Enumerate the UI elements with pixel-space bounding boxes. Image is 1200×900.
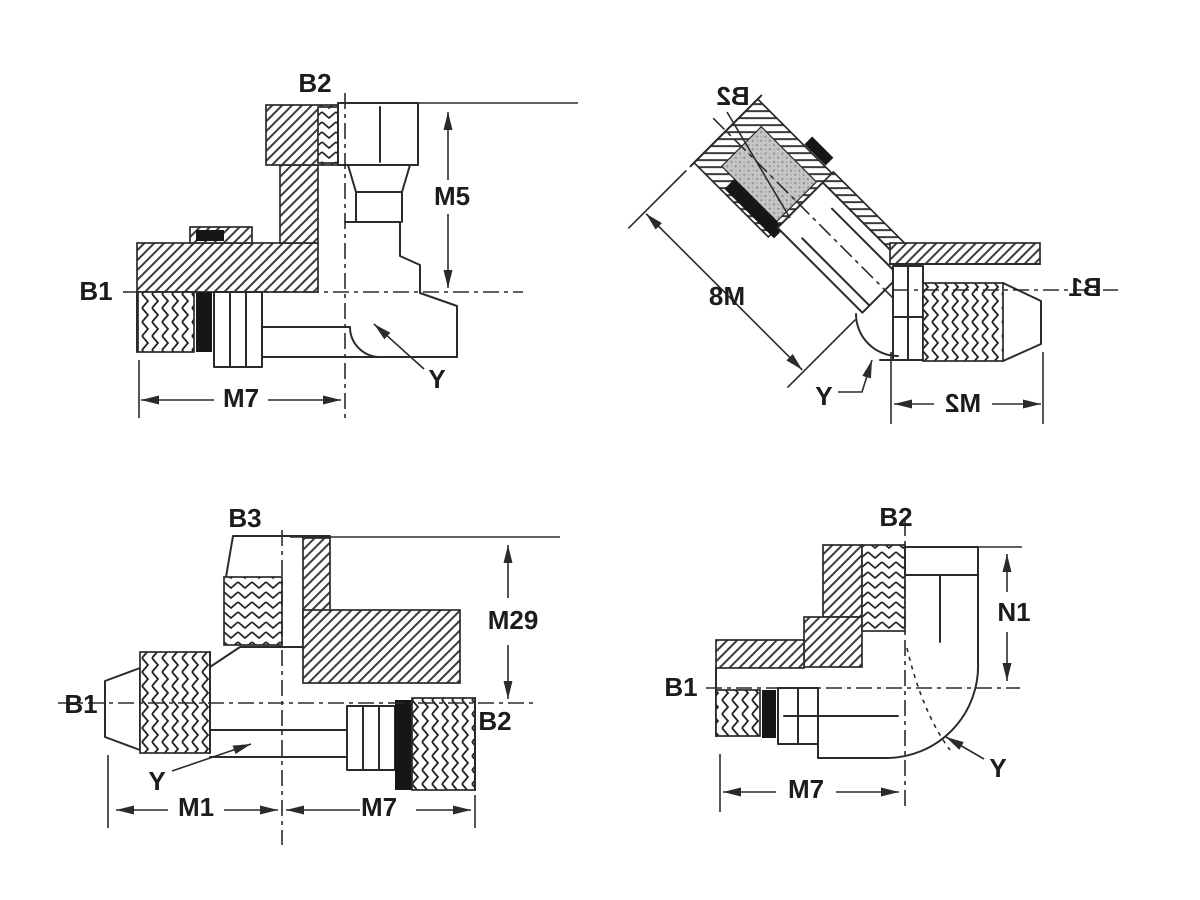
label-m7: M7: [788, 774, 824, 804]
o-ring: [762, 690, 776, 738]
label-y: Y: [989, 753, 1006, 783]
dimensions: [719, 546, 1022, 812]
hex-nut: [213, 291, 263, 368]
label-y: Y: [148, 766, 165, 796]
drawing-bottom-left-tee: B3 B1 M29 B2 Y M1 M7: [58, 503, 560, 845]
y-leader: [838, 359, 873, 393]
hidden-bore-arc: [906, 647, 951, 751]
female-thread-profile: [861, 544, 906, 632]
male-thread-right: [411, 697, 476, 791]
fitting-body: [136, 102, 458, 368]
swivel-nut-outline: [337, 102, 419, 166]
dimensions: [726, 111, 1044, 424]
label-b1: B1: [79, 276, 112, 306]
label-n1: N1: [997, 597, 1030, 627]
centerlines: [58, 530, 538, 845]
dimensions: [138, 102, 578, 418]
seal-shadow: [196, 230, 224, 241]
label-m5: M5: [434, 181, 470, 211]
branch-male-thread: [223, 576, 283, 646]
centerlines: [706, 520, 1020, 808]
label-m2-mirrored: M2: [945, 388, 981, 418]
straight-leg: [855, 242, 1042, 362]
dim-m8: [645, 213, 803, 371]
male-thread: [137, 291, 195, 353]
fitting-body: [715, 544, 980, 760]
o-ring: [196, 292, 212, 352]
label-b1: B1: [64, 689, 97, 719]
centerlines: [123, 93, 523, 420]
label-b1-mirrored: B1: [1068, 272, 1101, 302]
label-b2: B2: [298, 68, 331, 98]
b2-leader: [726, 111, 791, 219]
flare-cone: [104, 667, 141, 751]
label-b2: B2: [478, 706, 511, 736]
drawing-top-left-elbow: B2 B1 M5 M7 Y: [79, 68, 578, 420]
label-b3: B3: [228, 503, 261, 533]
bend-radius-arc: [855, 313, 899, 357]
o-ring: [395, 700, 412, 790]
corner-section: [302, 609, 461, 684]
label-b1: B1: [664, 672, 697, 702]
label-y: Y: [428, 364, 445, 394]
label-y-mirrored: Y: [815, 381, 832, 411]
drawing-top-right-elbow-45: B2 M8 B1 M2 Y: [627, 81, 1118, 424]
counterbore: [904, 546, 979, 576]
fitting-body: [104, 535, 476, 791]
flare-nose: [1002, 282, 1042, 362]
bend-radius-arc: [261, 326, 381, 358]
label-m7: M7: [223, 383, 259, 413]
hex-nut-right: [346, 705, 396, 771]
label-m1: M1: [178, 792, 214, 822]
label-m29: M29: [488, 605, 539, 635]
label-b2-mirrored: B2: [716, 81, 749, 111]
port-wall-section: [822, 544, 863, 618]
hatched-flange-section: [136, 242, 319, 293]
male-thread: [715, 689, 761, 737]
drawing-bottom-right-elbow: B2 B1 N1 M7 Y: [664, 502, 1033, 812]
label-b2: B2: [879, 502, 912, 532]
y-leader: [945, 736, 985, 760]
hatched-wall-section: [279, 164, 319, 244]
y-leader: [171, 743, 252, 772]
male-thread: [922, 282, 1004, 362]
y-leader: [373, 323, 425, 370]
label-m7: M7: [361, 792, 397, 822]
label-m8-mirrored: M8: [709, 281, 745, 311]
dimensions: [107, 536, 560, 828]
angled-leg: [627, 94, 921, 389]
